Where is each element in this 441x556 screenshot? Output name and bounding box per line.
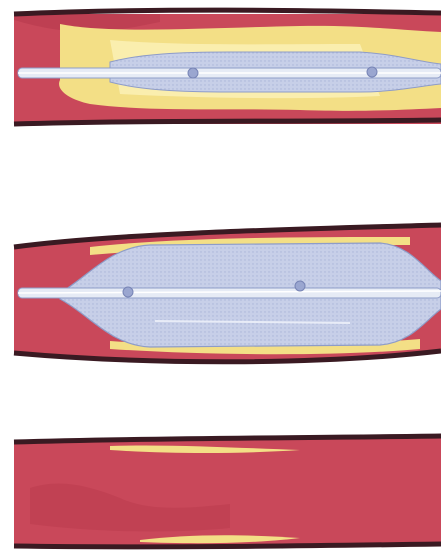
balloon-marker-distal	[367, 67, 377, 77]
balloon-marker-proximal	[123, 287, 133, 297]
step-2-inflated-balloon-panel	[0, 215, 441, 375]
step-1-deflated-balloon-panel	[0, 0, 441, 135]
balloon-marker-distal	[295, 281, 305, 291]
vessel-wall-bottom	[14, 544, 441, 547]
artery-step-2	[0, 215, 441, 375]
artery-step-1	[0, 0, 441, 135]
balloon-marker-proximal	[188, 68, 198, 78]
artery-step-3	[0, 428, 441, 556]
vessel-wall-top	[14, 10, 441, 14]
step-3-widened-artery-panel	[0, 428, 441, 556]
